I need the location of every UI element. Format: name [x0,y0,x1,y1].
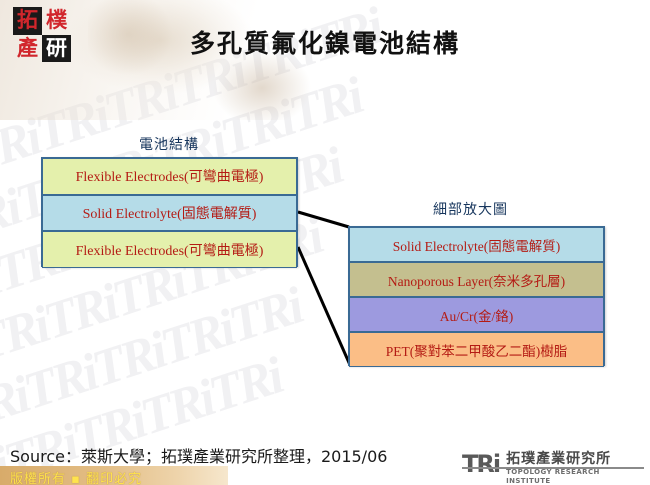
logo-char-1: 拓 [13,7,42,35]
layer-flexible-electrodes-top: Flexible Electrodes(可彎曲電極) [42,158,297,195]
footer-brand-name-en: TOPOLOGY RESEARCH INSTITUTE [506,468,600,485]
layer-au-cr: Au/Cr(金/鉻) [349,297,604,332]
layer-solid-electrolyte-detail: Solid Electrolyte(固態電解質) [349,227,604,262]
footer-logo-underline [462,467,644,469]
tri-wordmark: TRi [462,450,501,478]
footer-brand-name-cn: 拓璞產業研究所 [506,451,612,467]
brand-logo: 拓 樸 產 研 [13,7,71,62]
source-note: Source：萊斯大學；拓璞產業研究所整理，2015/06 [10,447,388,466]
tri-wordmark-text: TRi [462,450,501,478]
copyright-bar: 版權所有 ▪ 翻印必究 [0,466,228,485]
logo-char-4: 研 [42,34,71,62]
layer-pet-resin: PET(聚對苯二甲酸乙二酯)樹脂 [349,332,604,367]
layer-nanoporous: Nanoporous Layer(奈米多孔層) [349,262,604,297]
footer-brand-names: 拓璞產業研究所 TOPOLOGY RESEARCH INSTITUTE [506,452,646,485]
layer-flexible-electrodes-bottom: Flexible Electrodes(可彎曲電極) [42,231,297,268]
layer-solid-electrolyte: Solid Electrolyte(固態電解質) [42,194,297,232]
copyright-text: 版權所有 ▪ 翻印必究 [10,472,143,485]
logo-char-2: 樸 [46,8,67,33]
footer-brand-logo: TRi 拓璞產業研究所 TOPOLOGY RESEARCH INSTITUTE [462,450,646,485]
diagram-cell-structure: Flexible Electrodes(可彎曲電極) Solid Electro… [41,157,298,268]
diagram-label-detail-zoom: 細部放大圖 [433,202,508,218]
page-title: 多孔質氟化鎳電池結構 [189,29,460,58]
diagram-label-cell-structure: 電池結構 [139,137,199,153]
logo-char-3: 產 [17,35,38,60]
watermark-line: TRiTRiTRiTRiTRiTRi [0,277,309,466]
diagram-detail-zoom: Solid Electrolyte(固態電解質) Nanoporous Laye… [348,226,605,367]
